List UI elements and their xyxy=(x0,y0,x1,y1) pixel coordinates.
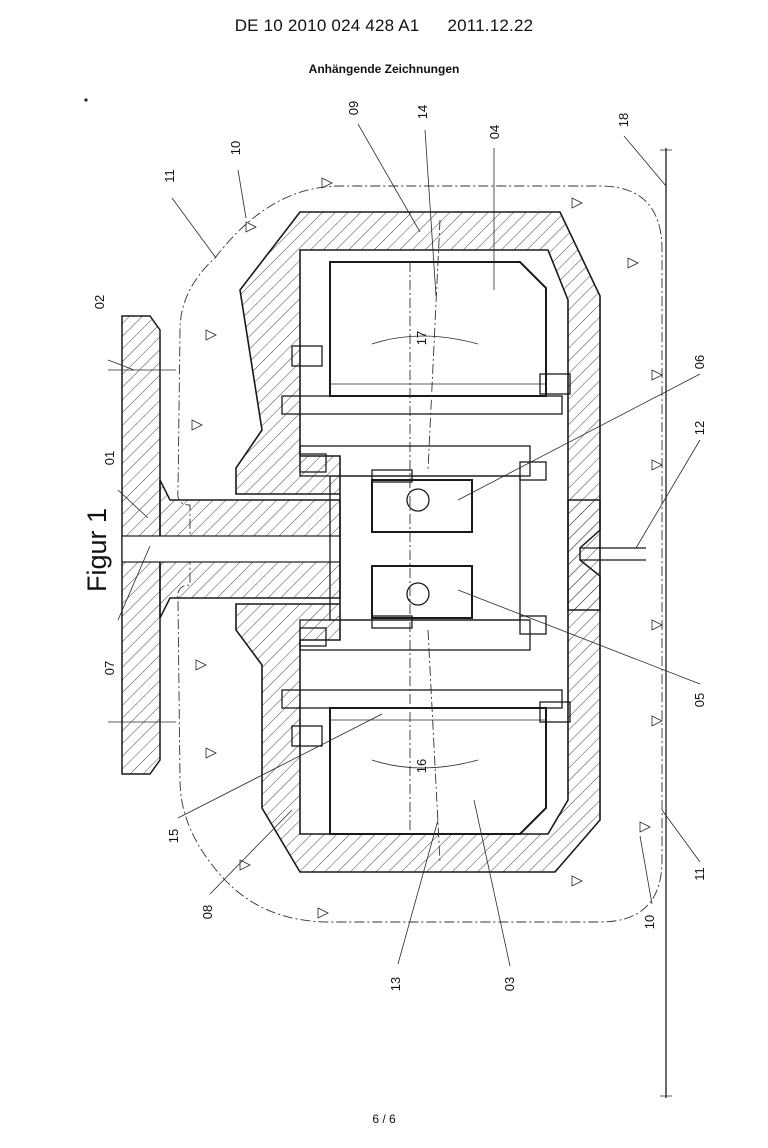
page-number: 6 / 6 xyxy=(372,1112,396,1126)
motor-block-06-base xyxy=(371,469,413,483)
drawings-subtitle: Anhängende Zeichnungen xyxy=(308,62,460,76)
envelope-outline xyxy=(177,185,663,923)
motor-block-06 xyxy=(371,479,473,533)
label-18: 18 xyxy=(616,113,631,127)
label-11-top: 11 xyxy=(162,169,177,183)
bolt-8 xyxy=(539,701,571,723)
label-02: 02 xyxy=(92,295,107,309)
label-17: 17 xyxy=(414,331,429,345)
bolt-2 xyxy=(539,373,571,395)
label-07: 07 xyxy=(102,661,117,675)
leader-lines xyxy=(107,123,701,967)
publication-date: 2011.12.22 xyxy=(447,16,534,35)
label-08: 08 xyxy=(200,905,215,919)
surface-line-ends xyxy=(660,149,672,1097)
label-06: 06 xyxy=(692,355,707,369)
label-11-bottom: 11 xyxy=(692,867,707,881)
label-05: 05 xyxy=(692,693,707,707)
angle-arc-17 xyxy=(371,335,479,345)
angle-arc-16 xyxy=(371,759,479,769)
bolt-6 xyxy=(519,615,547,635)
housing-body xyxy=(235,211,601,873)
axis-line-14 xyxy=(427,219,441,471)
motor-block-05 xyxy=(371,565,473,619)
hub-body xyxy=(329,475,521,621)
motor-06-shaft xyxy=(406,488,430,512)
label-04: 04 xyxy=(487,125,502,139)
bolt-7 xyxy=(291,725,323,747)
flange-upper xyxy=(281,395,563,415)
document-header: DE 10 2010 024 428 A1 2011.12.22 xyxy=(0,16,768,36)
flange-lower xyxy=(281,689,563,709)
axis-line-13 xyxy=(427,629,441,863)
label-01: 01 xyxy=(102,451,117,465)
label-13: 13 xyxy=(388,977,403,991)
label-03: 03 xyxy=(502,977,517,991)
wheel-upper xyxy=(329,261,547,397)
bolt-3 xyxy=(299,453,327,473)
rail-web-center xyxy=(121,535,341,563)
dot-top xyxy=(84,98,88,102)
label-09: 09 xyxy=(346,101,361,115)
motor-block-05-base xyxy=(371,615,413,629)
label-12: 12 xyxy=(692,421,707,435)
figure-title: Figur 1 xyxy=(82,508,112,592)
bolt-4 xyxy=(519,461,547,481)
center-gap xyxy=(580,547,646,561)
label-10-bottom: 10 xyxy=(642,915,657,929)
label-15: 15 xyxy=(166,829,181,843)
motor-05-shaft xyxy=(406,582,430,606)
markers xyxy=(191,177,663,919)
label-14: 14 xyxy=(415,105,430,119)
bolt-1 xyxy=(291,345,323,367)
label-16: 16 xyxy=(414,759,429,773)
bolt-5 xyxy=(299,627,327,647)
document-number: DE 10 2010 024 428 A1 xyxy=(234,16,420,35)
label-10-top: 10 xyxy=(228,141,243,155)
